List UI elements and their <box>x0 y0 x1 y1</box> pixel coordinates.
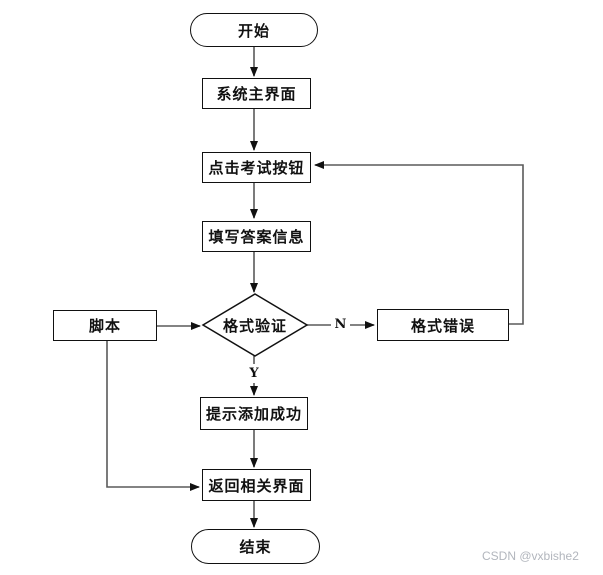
node-fill-answer: 填写答案信息 <box>202 221 311 252</box>
node-format-error: 格式错误 <box>377 309 509 341</box>
node-script: 脚本 <box>53 310 157 341</box>
node-end: 结束 <box>191 529 320 564</box>
branch-label-yes: Y <box>245 364 263 383</box>
decision-diamond-shape <box>201 293 309 357</box>
edge-script-to-return <box>106 341 200 491</box>
node-validate-label: 格式验证 <box>222 316 287 335</box>
node-add-success: 提示添加成功 <box>200 397 308 430</box>
watermark-text: CSDN @vxbishe2 <box>482 549 579 563</box>
node-main-ui: 系统主界面 <box>202 78 311 109</box>
node-click-exam: 点击考试按钮 <box>202 152 311 183</box>
branch-label-no: N <box>331 315 350 334</box>
node-return-ui: 返回相关界面 <box>202 469 311 501</box>
edge-format-error-to-click-exam <box>314 161 524 325</box>
node-start: 开始 <box>190 13 318 47</box>
